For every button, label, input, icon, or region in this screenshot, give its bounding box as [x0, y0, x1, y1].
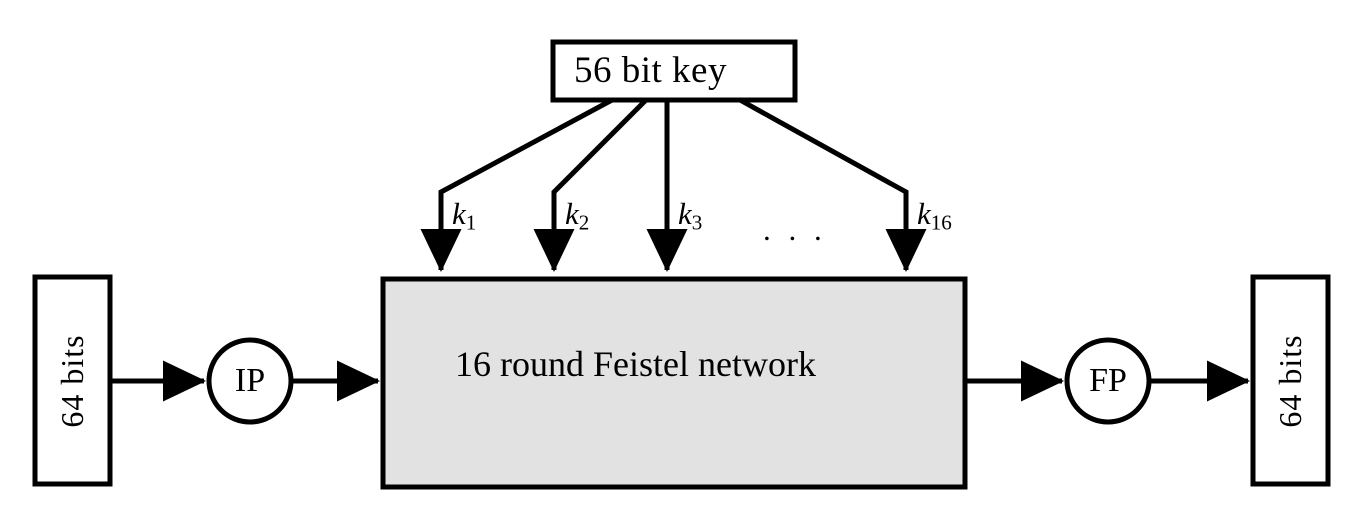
round-key-symbol-k3: k — [678, 196, 692, 231]
key-box-label: 56 bit key — [574, 50, 727, 91]
round-key-label-k1: k1 — [452, 198, 476, 233]
network-box-outline — [380, 276, 968, 490]
input-box-outline — [32, 274, 113, 487]
round-key-index-k1: 1 — [465, 210, 477, 235]
round-keys-ellipsis: . . . — [763, 212, 827, 247]
key-fanout-line-k16 — [738, 97, 927, 273]
round-key-label-k3: k3 — [678, 198, 702, 233]
round-key-label-k16: k16 — [917, 198, 952, 233]
output-box-outline — [1250, 274, 1331, 487]
round-key-index-k16: 16 — [930, 210, 952, 235]
network-box-label: 16 round Feistel network — [455, 344, 816, 384]
round-key-symbol-k1: k — [452, 196, 466, 231]
round-key-symbol-k16: k — [917, 196, 931, 231]
key-box-outline — [550, 39, 798, 103]
round-key-index-k3: 3 — [691, 210, 703, 235]
key-fanout-line-k2 — [533, 98, 648, 273]
key-fanout-line-k1 — [420, 97, 614, 273]
round-key-symbol-k2: k — [565, 196, 579, 231]
output-box-label: 64 bits — [1272, 334, 1308, 428]
round-key-label-k2: k2 — [565, 198, 589, 233]
initial-permutation-label: IP — [234, 362, 266, 399]
input-box-label: 64 bits — [54, 334, 90, 428]
final-permutation-label: FP — [1089, 362, 1127, 399]
round-key-index-k2: 2 — [578, 210, 590, 235]
